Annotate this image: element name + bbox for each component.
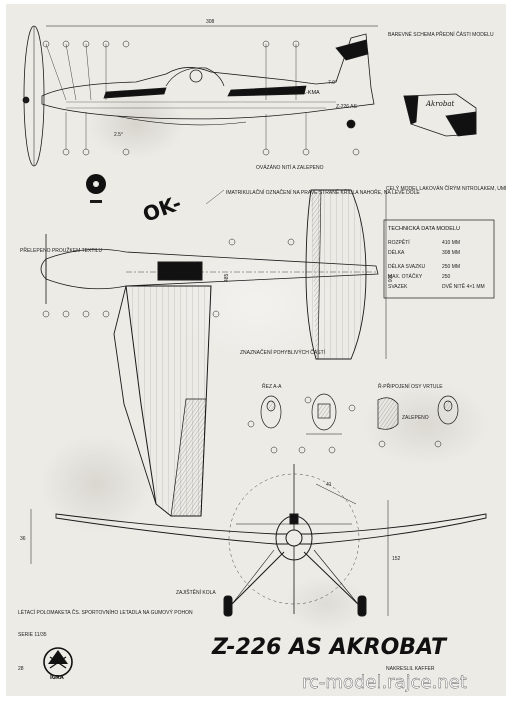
dimension-angle: 7.0° xyxy=(328,80,337,86)
plan-title: Z-226 AS AKROBAT xyxy=(211,635,448,660)
watermark: rc-model.rajce.net xyxy=(302,672,467,693)
logo-text: IGRA xyxy=(50,675,64,681)
footer-description: LÉTACÍ POLOMAKETA ČS. SPORTOVNÍHO LETADL… xyxy=(18,609,193,616)
stabilizer xyxy=(305,189,367,360)
serie-label: SERIE 11/35 xyxy=(18,632,47,638)
dimension-angle-2: 2.5° xyxy=(114,132,123,138)
fuselage-top xyxy=(45,248,379,290)
blueprint-sheet: 308 7 xyxy=(6,4,512,696)
tech-row-value: 308 MM xyxy=(442,250,460,256)
wing-front xyxy=(55,513,487,545)
note-glued: ZALEPENO xyxy=(402,415,429,421)
page-number: 28 xyxy=(18,666,24,672)
tech-row-label: MAX. OTÁČKY xyxy=(388,273,423,280)
note-thread: OVÁZÁNO NITÍ A ZALEPENO xyxy=(256,164,324,171)
dimension-wing-height: 36 xyxy=(20,536,26,542)
tech-row-label: SVAZEK xyxy=(388,284,408,290)
note-lacquer: CELÝ MODEL LAKOVÁN ČÍRÝM NITROLAKEM, UMÍ… xyxy=(386,184,506,192)
tech-row-value: 250 MM xyxy=(442,264,460,270)
side-view: 308 xyxy=(22,19,378,167)
wheel-detail xyxy=(86,174,106,203)
dimension-height: 152 xyxy=(392,556,401,562)
length-dimension: 308 xyxy=(206,19,215,25)
logo-script: Akrobat xyxy=(425,100,455,108)
section-bb-label: Ř-PŘIPOJENÍ OSY VRTULE xyxy=(378,382,443,390)
tech-row-value: 250 xyxy=(442,274,451,280)
note-colour-scheme: BAREVNÉ SCHEMA PŘEDNÍ ČÁSTI MODELU xyxy=(388,30,494,38)
tech-row-label: DÉLKA SVAZKU xyxy=(388,263,426,270)
igra-logo: IGRA xyxy=(43,647,73,681)
dimension-stab: 300 xyxy=(386,274,392,283)
registration-wing: OK- xyxy=(140,191,185,227)
note-moving-parts: ZNAZNAČENÍ POHYBLIVÝCH ČÁSTÍ xyxy=(240,349,326,356)
fuselage-outline xyxy=(41,33,375,120)
tech-row-value: DVĚ NITĚ 4×1 MM xyxy=(442,282,485,290)
section-details xyxy=(247,393,459,454)
tech-row-label: DÉLKA xyxy=(388,249,405,256)
dimension-prop: 41 xyxy=(326,482,332,488)
blueprint-drawing: 308 7 xyxy=(18,19,512,693)
note-wheel-lock: ZAJIŠTĚNÍ KOLA xyxy=(176,588,216,596)
front-view xyxy=(30,464,487,617)
dimension-485: 485 xyxy=(224,273,230,282)
colour-scheme-sketch: Akrobat xyxy=(403,93,477,137)
author-credit: NAKRESLIL KAFFER xyxy=(386,666,435,672)
wing-plan-view xyxy=(40,189,387,517)
tech-table-heading: TECHNICKÁ DATA MODELU xyxy=(388,225,460,232)
note-textile: PŘELEPENO PROUŽKEM TEXTILU xyxy=(20,246,103,254)
tech-row-value: 410 MM xyxy=(442,240,460,246)
tech-row-label: ROZPĚTÍ xyxy=(388,238,410,246)
tech-table: TECHNICKÁ DATA MODELU ROZPĚTÍ 410 MM DÉL… xyxy=(383,219,495,299)
registration-side: OK-KMA xyxy=(298,90,320,96)
section-aa-label: ŘEZ A-A xyxy=(262,382,282,390)
model-tag-side: Z-226 AS xyxy=(336,104,358,110)
